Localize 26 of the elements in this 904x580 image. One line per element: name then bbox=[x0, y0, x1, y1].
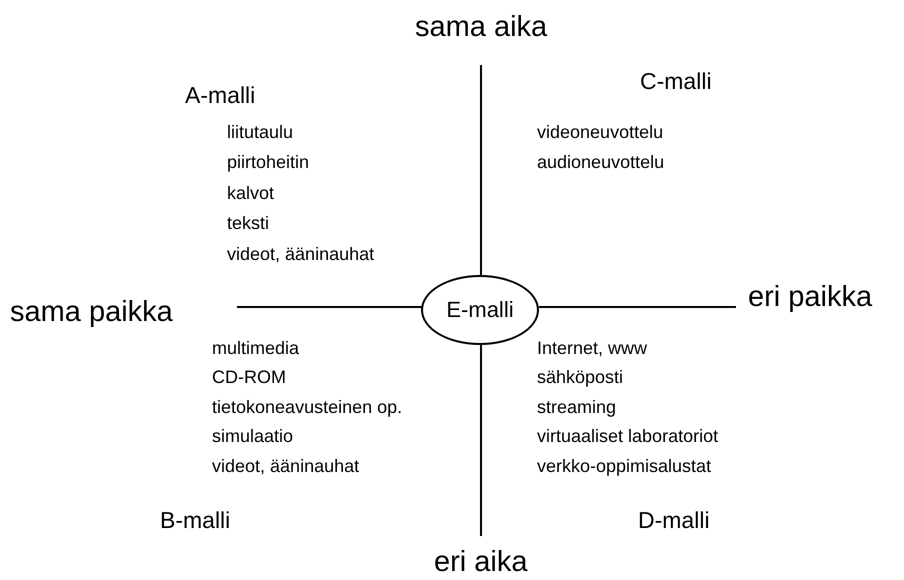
list-item: videot, ääninauhat bbox=[212, 456, 360, 477]
list-item: simulaatio bbox=[212, 426, 294, 447]
quadrant-title: B-malli bbox=[160, 507, 230, 534]
list-item: virtuaaliset laboratoriot bbox=[537, 426, 718, 447]
list-item: tietokoneavusteinen op. bbox=[212, 397, 402, 418]
list-item: teksti bbox=[227, 213, 270, 234]
list-item: liitutaulu bbox=[227, 122, 294, 143]
list-item: streaming bbox=[537, 397, 616, 418]
quadrant-title: D-malli bbox=[638, 507, 710, 534]
list-item: CD-ROM bbox=[212, 367, 286, 388]
quadrant-title: C-malli bbox=[640, 68, 712, 95]
axis-label: sama aika bbox=[415, 10, 548, 44]
list-item: verkko-oppimisalustat bbox=[537, 456, 712, 477]
axis-label: sama paikka bbox=[10, 296, 173, 329]
list-item: piirtoheitin bbox=[227, 152, 310, 173]
list-item: sähköposti bbox=[537, 367, 624, 388]
list-item: kalvot bbox=[227, 183, 274, 204]
axis-label: eri aika bbox=[434, 546, 528, 579]
list-item: videoneuvottelu bbox=[537, 122, 664, 143]
list-item: multimedia bbox=[212, 338, 300, 359]
list-item: videot, ääninauhat bbox=[227, 244, 374, 265]
ellipse-node: E-malli bbox=[421, 275, 539, 345]
axis-label: eri paikka bbox=[748, 280, 872, 314]
list-item: Internet, www bbox=[537, 338, 648, 359]
quadrant-title: A-malli bbox=[185, 82, 256, 109]
list-item: audioneuvottelu bbox=[537, 152, 664, 173]
